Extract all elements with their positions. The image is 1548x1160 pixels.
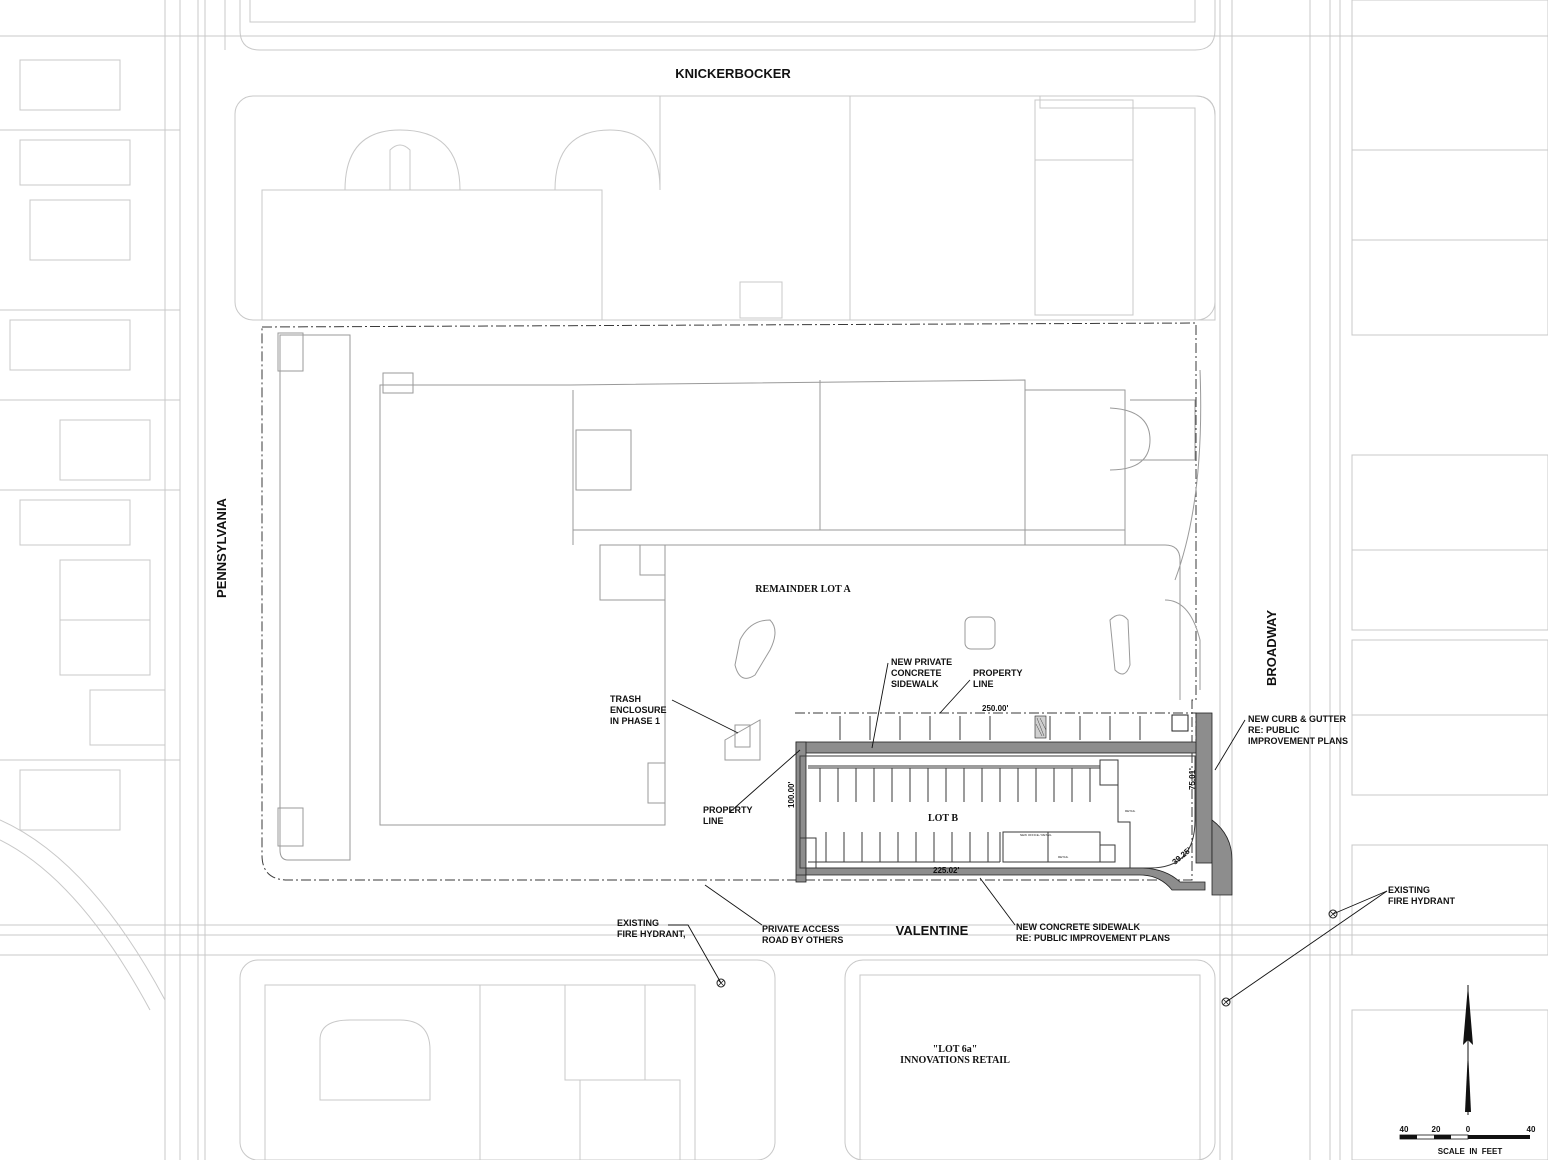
dimension-north-edge: 250.00' bbox=[982, 704, 1008, 713]
lot-label-remainder: REMAINDER LOT A bbox=[755, 584, 851, 595]
dimension-east-edge: 75.01' bbox=[1188, 768, 1197, 790]
svg-text:RETAIL: RETAIL bbox=[1125, 809, 1136, 813]
svg-text:ENCLOSURE: ENCLOSURE bbox=[610, 705, 667, 715]
svg-text:RETAIL: RETAIL bbox=[1058, 855, 1069, 859]
public-sidewalk-band bbox=[796, 867, 1206, 891]
svg-text:EXISTING: EXISTING bbox=[1388, 885, 1430, 895]
svg-text:NEW CURB & GUTTER: NEW CURB & GUTTER bbox=[1248, 714, 1346, 724]
svg-text:FIRE HYDRANT: FIRE HYDRANT bbox=[1388, 896, 1456, 906]
svg-text:NEW OFFICE / RETAIL: NEW OFFICE / RETAIL bbox=[1020, 833, 1052, 837]
svg-text:ROAD BY OTHERS: ROAD BY OTHERS bbox=[762, 935, 843, 945]
svg-text:PROPERTY: PROPERTY bbox=[973, 668, 1023, 678]
svg-text:FIRE HYDRANT,: FIRE HYDRANT, bbox=[617, 929, 686, 939]
scale-tick-1: 40 bbox=[1400, 1125, 1409, 1134]
lot-label-6a-name: INNOVATIONS RETAIL bbox=[900, 1055, 1010, 1066]
dimension-south-edge: 225.02' bbox=[933, 866, 959, 875]
svg-text:LINE: LINE bbox=[973, 679, 994, 689]
callout-leaders bbox=[668, 662, 1388, 1003]
dimension-west-edge: 100.00' bbox=[787, 782, 796, 808]
dimension-corner-chamfer: 39.25' bbox=[1171, 845, 1194, 866]
lot-b-linework: NEW OFFICE / RETAIL RETAIL RETAIL bbox=[795, 712, 1233, 896]
private-sidewalk-band bbox=[795, 741, 1199, 754]
lot-label-6a: "LOT 6a" bbox=[933, 1044, 978, 1055]
callout-new-private-sidewalk: NEW PRIVATE CONCRETE SIDEWALK bbox=[891, 657, 952, 689]
svg-text:RE: PUBLIC: RE: PUBLIC bbox=[1248, 725, 1300, 735]
lot-label-b: LOT B bbox=[928, 813, 958, 824]
svg-text:TRASH: TRASH bbox=[610, 694, 641, 704]
callout-new-curb-gutter: NEW CURB & GUTTER RE: PUBLIC IMPROVEMENT… bbox=[1248, 714, 1348, 746]
callout-property-line-top: PROPERTY LINE bbox=[973, 668, 1023, 689]
callout-trash-enclosure: TRASH ENCLOSURE IN PHASE 1 bbox=[610, 694, 667, 726]
scale-tick-3: 0 bbox=[1466, 1125, 1471, 1134]
street-name-north: KNICKERBOCKER bbox=[675, 66, 791, 81]
callout-existing-hydrant-right: EXISTING FIRE HYDRANT bbox=[1388, 885, 1456, 906]
svg-text:PRIVATE ACCESS: PRIVATE ACCESS bbox=[762, 924, 839, 934]
hydrant-symbol-left bbox=[716, 978, 726, 988]
callout-property-line-left: PROPERTY LINE bbox=[703, 805, 753, 826]
hydrant-symbol-right-2 bbox=[1221, 997, 1231, 1007]
svg-text:PROPERTY: PROPERTY bbox=[703, 805, 753, 815]
svg-text:IN PHASE 1: IN PHASE 1 bbox=[610, 716, 660, 726]
callout-new-concrete-sidewalk: NEW CONCRETE SIDEWALK RE: PUBLIC IMPROVE… bbox=[1016, 922, 1170, 943]
scale-tick-4: 40 bbox=[1527, 1125, 1536, 1134]
callout-existing-hydrant-left: EXISTING FIRE HYDRANT, bbox=[617, 918, 686, 939]
hydrant-symbol-right bbox=[1328, 909, 1338, 919]
svg-text:SIDEWALK: SIDEWALK bbox=[891, 679, 939, 689]
svg-text:NEW CONCRETE SIDEWALK: NEW CONCRETE SIDEWALK bbox=[1016, 922, 1141, 932]
north-arrow-icon bbox=[1463, 985, 1473, 1115]
scale-caption: SCALE IN FEET bbox=[1438, 1147, 1503, 1156]
callout-private-access-road: PRIVATE ACCESS ROAD BY OTHERS bbox=[762, 924, 843, 945]
street-name-south: VALENTINE bbox=[896, 923, 969, 938]
svg-text:CONCRETE: CONCRETE bbox=[891, 668, 942, 678]
svg-text:LINE: LINE bbox=[703, 816, 724, 826]
street-name-east: BROADWAY bbox=[1264, 610, 1279, 686]
street-name-west: PENNSYLVANIA bbox=[214, 497, 229, 598]
svg-text:NEW PRIVATE: NEW PRIVATE bbox=[891, 657, 952, 667]
scale-bar: 40 20 0 40 SCALE IN FEET bbox=[1400, 1125, 1536, 1156]
svg-text:RE: PUBLIC IMPROVEMENT PLANS: RE: PUBLIC IMPROVEMENT PLANS bbox=[1016, 933, 1170, 943]
scale-tick-2: 20 bbox=[1432, 1125, 1441, 1134]
svg-text:EXISTING: EXISTING bbox=[617, 918, 659, 928]
remainder-lot-a-linework bbox=[261, 322, 1202, 881]
svg-text:IMPROVEMENT PLANS: IMPROVEMENT PLANS bbox=[1248, 736, 1348, 746]
